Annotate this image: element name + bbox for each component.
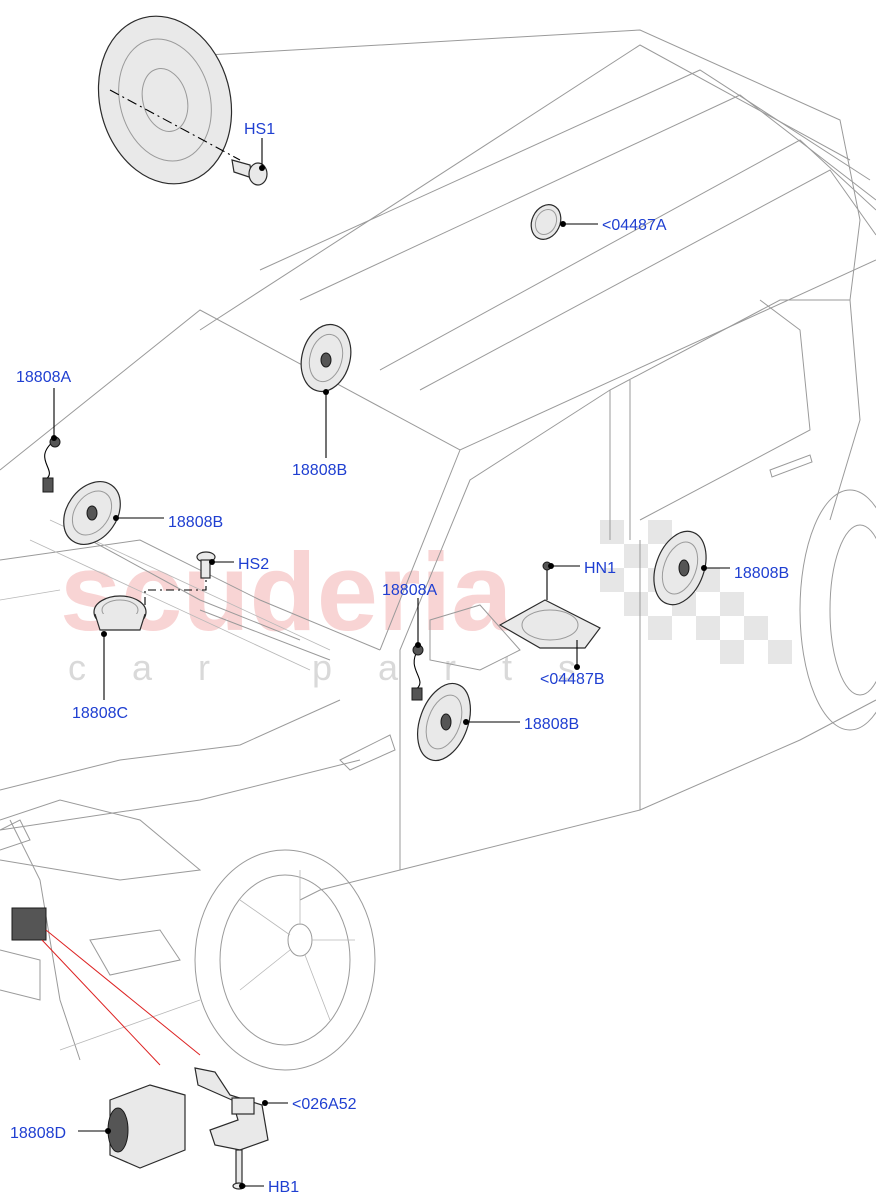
red-leader-b (45, 929, 201, 1056)
callout-18808b-top[interactable]: 18808B (292, 462, 347, 479)
bolt-hb1 (232, 1149, 246, 1190)
bracket-026a52 (194, 1067, 269, 1151)
screw-hs1 (231, 159, 268, 186)
callout-04487b[interactable]: <04487B (540, 671, 605, 688)
exploded-speaker-top (97, 15, 241, 185)
callout-18808b-door[interactable]: 18808B (524, 716, 579, 733)
callout-18808b-rear[interactable]: 18808B (734, 565, 789, 582)
door-speaker-left (63, 481, 121, 545)
callout-18808a-left[interactable]: 18808A (16, 369, 71, 386)
callout-18808d[interactable]: 18808D (10, 1125, 66, 1142)
watermark-sub-text: car parts (68, 647, 622, 688)
bracket-04487b (498, 561, 601, 649)
callout-18808c[interactable]: 18808C (72, 705, 128, 722)
callout-hs2[interactable]: HS2 (238, 556, 269, 573)
callout-hn1[interactable]: HN1 (584, 560, 616, 577)
sensor-module-18808d (107, 1084, 186, 1169)
door-speaker-front (417, 682, 471, 762)
callout-04487a[interactable]: <04487A (602, 217, 667, 234)
callout-026a52[interactable]: <026A52 (292, 1096, 357, 1113)
callout-18808a-door[interactable]: 18808A (382, 582, 437, 599)
callout-hb1[interactable]: HB1 (268, 1179, 299, 1196)
rear-speaker (653, 530, 707, 606)
callout-hs1[interactable]: HS1 (244, 121, 275, 138)
red-leader-a (41, 939, 161, 1066)
sensor-module-installed (11, 907, 47, 941)
dash-speaker-18808c (93, 578, 207, 631)
pillar-speaker-top (300, 323, 352, 393)
wiring-harness-left (42, 436, 61, 493)
watermark-main-text: scuderia (60, 531, 513, 654)
roof-cover-04487a (530, 204, 562, 240)
callout-18808b-left[interactable]: 18808B (168, 514, 223, 531)
leader-lines (51, 138, 730, 1189)
